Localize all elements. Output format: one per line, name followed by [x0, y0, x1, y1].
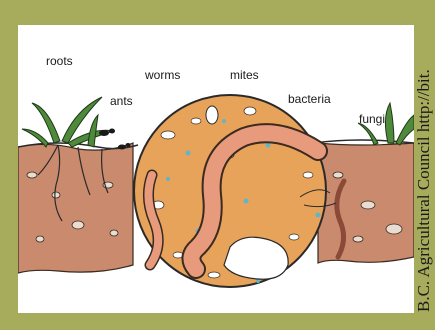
label-fungi: fungi — [359, 113, 385, 125]
ant-figures — [99, 129, 131, 150]
label-worms: worms — [145, 69, 180, 81]
label-bacteria: bacteria — [288, 93, 331, 105]
plant-leaves — [22, 97, 114, 147]
photo-credit: B.C. Agricultural Council http://bit. — [413, 12, 435, 312]
mite-figure — [206, 106, 218, 124]
label-ants: ants — [110, 95, 133, 107]
label-mites: mites — [230, 69, 259, 81]
label-roots: roots — [46, 55, 73, 67]
illustration-panel: roots ants worms mites bacteria fungi — [18, 25, 414, 313]
soil-layer — [18, 143, 133, 273]
soil-food-web-illustration — [18, 25, 414, 313]
white-rock — [224, 237, 288, 279]
